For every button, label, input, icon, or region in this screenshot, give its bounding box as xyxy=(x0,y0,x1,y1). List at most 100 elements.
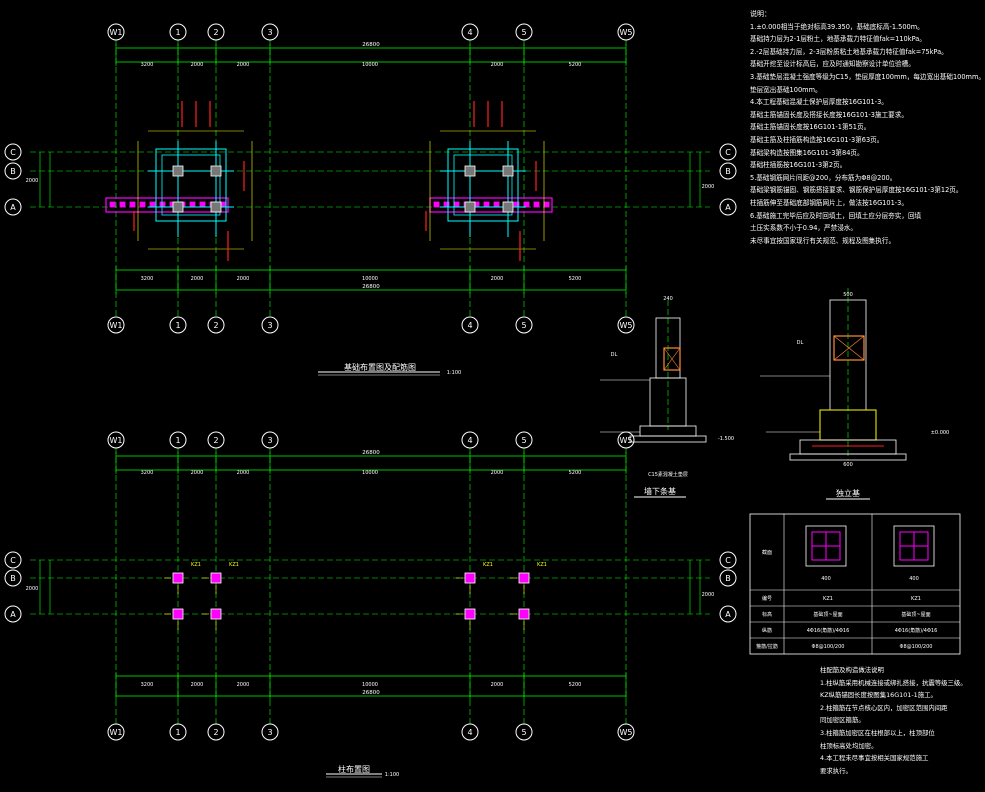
dim-seg: 3200 xyxy=(141,682,154,688)
notes-line: 4.本工程基础混凝土保护层厚度按16G101-3。 xyxy=(750,98,888,107)
table-row-label: 编号 xyxy=(762,595,772,602)
dim-seg: 2000 xyxy=(491,62,504,68)
column-notes-line: 柱顶标高处均加密。 xyxy=(820,741,878,750)
rebar-mark xyxy=(199,201,206,208)
footing-outline xyxy=(447,148,519,222)
dim-seg: 10000 xyxy=(362,62,378,68)
column-thumb xyxy=(805,525,847,567)
rebar-mark xyxy=(119,201,126,208)
axis-bubble-top xyxy=(169,431,187,449)
axis-bubble-bottom-label: 1 xyxy=(175,321,180,330)
column xyxy=(464,165,476,177)
dim-row: 2000 xyxy=(702,184,715,190)
dim-label: 240 xyxy=(663,296,673,302)
row-bubble-right-label: A xyxy=(725,610,731,619)
rebar-mark xyxy=(453,201,460,208)
axis-bubble-top-label: 4 xyxy=(467,436,472,445)
notes-line: 柱插筋伸至基础底部钢筋网片上，做法按16G101-3。 xyxy=(750,198,908,207)
plan1-title: 基础布置图及配筋图 xyxy=(344,362,416,372)
footing-outline xyxy=(155,148,227,222)
axis-bubble-top-label: 4 xyxy=(467,28,472,37)
axis-bubble-bottom xyxy=(207,723,225,741)
row-bubble-right xyxy=(719,605,737,623)
column xyxy=(172,201,184,213)
dim-total: 26800 xyxy=(362,450,380,456)
axis-bubble-bottom xyxy=(461,316,479,334)
dim-row: 2000 xyxy=(26,178,39,184)
rebar-mark xyxy=(139,201,146,208)
dim-seg: 10000 xyxy=(362,470,378,476)
rebar-mark xyxy=(533,201,540,208)
dim-seg: 2000 xyxy=(237,682,250,688)
axis-bubble-bottom-label: 2 xyxy=(213,728,218,737)
column xyxy=(172,608,184,620)
axis-bubble-bottom xyxy=(261,316,279,334)
dim-seg: 10000 xyxy=(362,276,378,282)
column-notes-line: 3.柱箍筋加密区在柱根部以上，柱顶部位 xyxy=(820,728,935,737)
rebar-mark xyxy=(109,201,116,208)
axis-bubble-top-label: 3 xyxy=(267,28,272,37)
axis-bubble-top-label: 2 xyxy=(213,436,218,445)
row-bubble-left-label: B xyxy=(10,574,16,583)
elev-label: -1.500 xyxy=(718,436,734,442)
rebar-mark xyxy=(483,201,490,208)
cushion xyxy=(789,453,907,461)
row-bubble-left xyxy=(4,198,22,216)
notes-line: 5.基础钢筋网片间距@200，分布筋为Φ8@200。 xyxy=(750,173,897,182)
notes-line: 土压实系数不小于0.94，严禁浸水。 xyxy=(750,224,857,233)
axis-bubble-top-label: 5 xyxy=(521,436,526,445)
column xyxy=(172,572,184,584)
table-cell: KZ1 xyxy=(911,596,921,602)
column xyxy=(210,572,222,584)
axis-bubble-bottom-label: 5 xyxy=(521,728,526,737)
table-border xyxy=(749,513,961,655)
cushion xyxy=(629,435,707,443)
plan2-title: 柱布置图 xyxy=(338,764,370,774)
dim-seg: 5200 xyxy=(569,682,582,688)
dim-seg: 3200 xyxy=(141,62,154,68)
axis-bubble-bottom xyxy=(515,723,533,741)
dim-seg: 3200 xyxy=(141,470,154,476)
axis-bubble-bottom-label: 4 xyxy=(467,321,472,330)
table-cell: Φ8@100/200 xyxy=(812,644,845,650)
section1-title: 墙下条基 xyxy=(644,486,676,496)
axis-bubble-top xyxy=(107,431,125,449)
row-bubble-right xyxy=(719,162,737,180)
column-notes-line: 4.本工程未尽事宜按相关国家规范施工 xyxy=(820,754,929,763)
row-bubble-right-label: B xyxy=(725,167,731,176)
dim-seg: 2000 xyxy=(191,470,204,476)
rebar-mark xyxy=(149,201,156,208)
table-row-label: 箍筋/拉筋 xyxy=(756,643,778,650)
dim-total: 26800 xyxy=(362,42,380,48)
dim-seg: 2000 xyxy=(237,62,250,68)
column xyxy=(210,165,222,177)
column-label: KZ1 xyxy=(483,562,493,568)
notes-line: 基础持力层为2-1层粉土，地基承载力特征值fak=110kPa。 xyxy=(750,35,926,44)
axis-bubble-bottom-label: W1 xyxy=(110,728,123,737)
axis-bubble-top-label: W5 xyxy=(620,436,633,445)
axis-bubble-bottom-label: W5 xyxy=(620,728,633,737)
dim-seg: 10000 xyxy=(362,682,378,688)
axis-bubble-bottom-label: 3 xyxy=(267,728,272,737)
row-bubble-left xyxy=(4,605,22,623)
row-bubble-left-label: B xyxy=(10,167,16,176)
axis-bubble-bottom xyxy=(207,316,225,334)
column-label: KZ1 xyxy=(191,562,201,568)
column xyxy=(502,201,514,213)
column-notes-line: 2.柱箍筋在节点核心区内，加密区范围内间距 xyxy=(820,703,948,712)
dim-seg: 3200 xyxy=(141,276,154,282)
axis-bubble-top xyxy=(261,23,279,41)
row-bubble-left-label: A xyxy=(10,203,16,212)
row-bubble-right xyxy=(719,551,737,569)
axis-bubble-bottom xyxy=(461,723,479,741)
notes-line: 3.基础垫层混凝土强度等级为C15，垫层厚度100mm，每边宽出基础100mm。 xyxy=(750,72,985,81)
row-bubble-right-label: A xyxy=(725,203,731,212)
dim-seg: 2000 xyxy=(191,682,204,688)
axis-bubble-bottom-label: 5 xyxy=(521,321,526,330)
axis-bubble-bottom xyxy=(107,316,125,334)
notes-line: 基础主筋及柱插筋构造按16G101-3第63页。 xyxy=(750,135,884,144)
table-cell: 基础顶~屋面 xyxy=(813,611,842,618)
column-label: KZ1 xyxy=(537,562,547,568)
dim-seg: 2000 xyxy=(191,276,204,282)
